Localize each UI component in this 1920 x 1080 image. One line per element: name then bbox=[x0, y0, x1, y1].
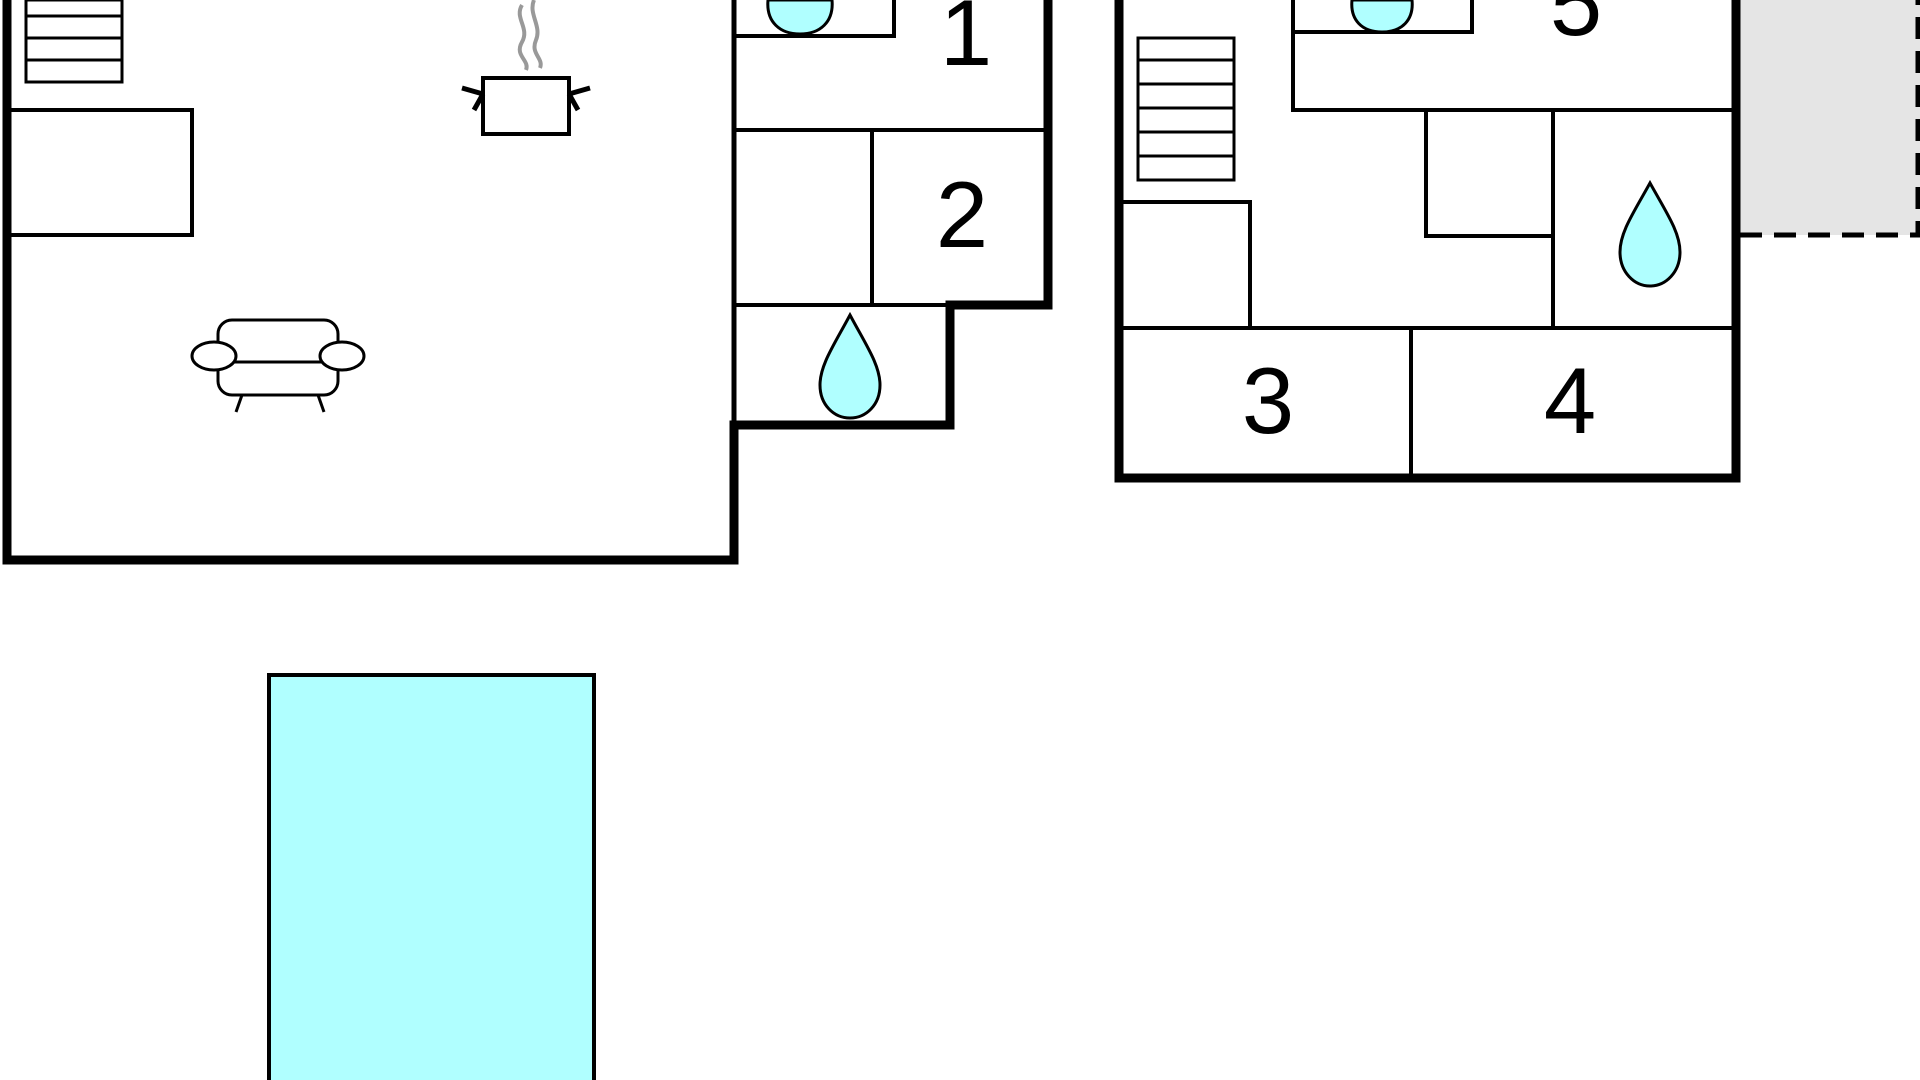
room-4-label: 4 bbox=[1544, 348, 1596, 453]
right-building bbox=[1114, 0, 1741, 483]
left-building bbox=[2, 0, 1053, 565]
room-3-label: 3 bbox=[1242, 348, 1294, 453]
water-drop-icon bbox=[818, 311, 882, 420]
stairs-icon bbox=[1136, 36, 1236, 182]
sofa-icon bbox=[190, 318, 366, 413]
water-drop-icon bbox=[1618, 179, 1682, 288]
stairs-icon bbox=[24, 0, 124, 84]
room-2-label: 2 bbox=[936, 162, 988, 267]
cooking-pot-icon bbox=[461, 0, 591, 136]
pool bbox=[267, 673, 596, 1080]
terrace-area bbox=[1740, 0, 1920, 238]
room-1-label: 1 bbox=[940, 0, 992, 85]
room-5-label: 5 bbox=[1550, 0, 1602, 55]
water-drop-icon bbox=[1350, 0, 1414, 34]
water-drop-icon bbox=[766, 0, 834, 36]
